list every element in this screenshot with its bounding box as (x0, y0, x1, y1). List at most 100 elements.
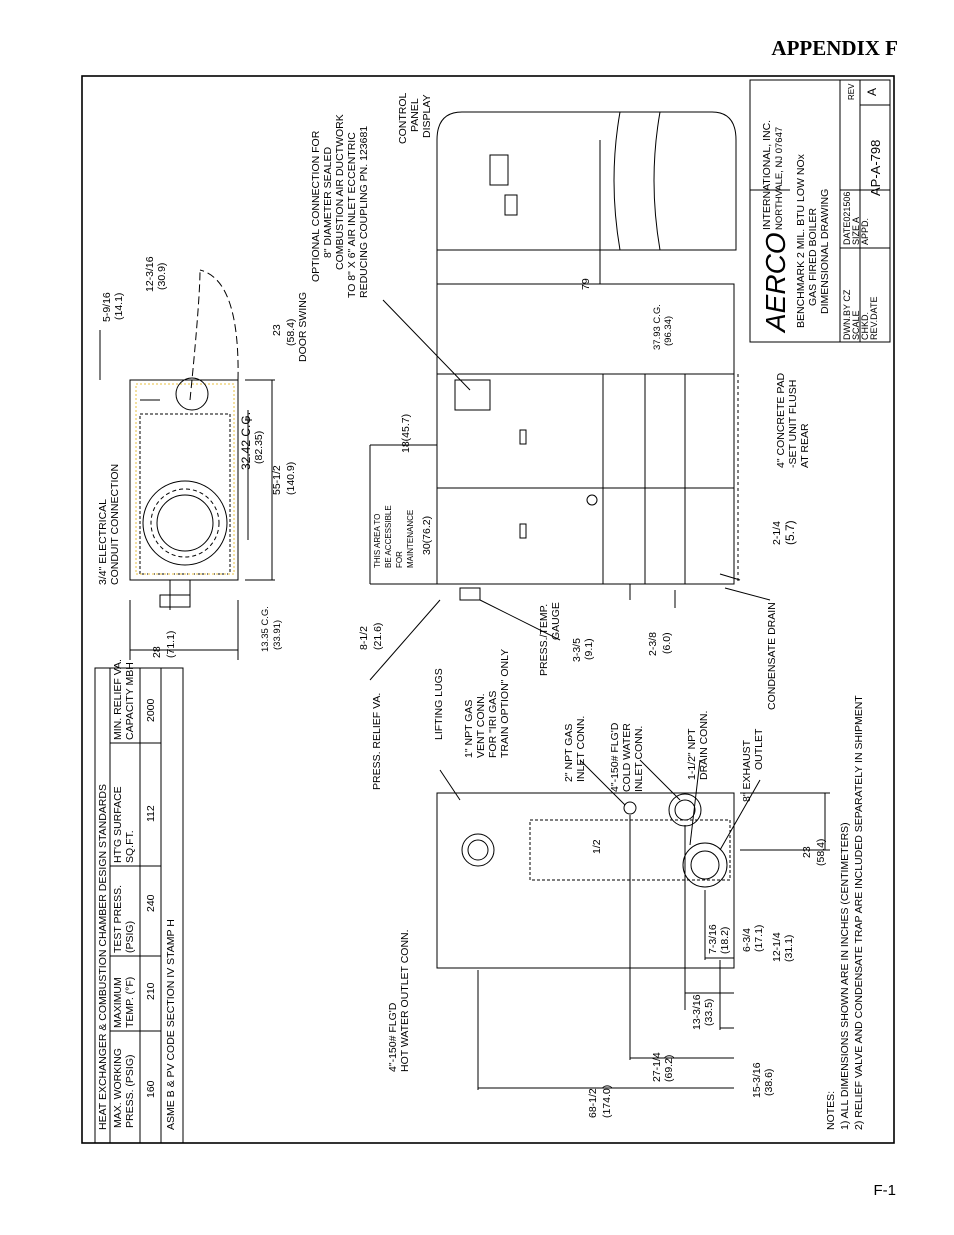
callout-label: DISPLAY (421, 94, 433, 138)
dim-label: (14.1) (113, 293, 125, 320)
callout-label: 4"-150# FLG'D (609, 722, 621, 792)
dim-label: 68-1/2 (587, 1088, 599, 1118)
title-field: DATE021506 (842, 192, 852, 245)
note-text: 1) ALL DIMENSIONS SHOWN ARE IN INCHES (C… (839, 822, 851, 1130)
callout-label: FOR "IRI GAS (487, 691, 499, 758)
callout-label: 1-1/2" NPT (686, 728, 698, 780)
dim-label: (21.6) (372, 623, 384, 650)
dim-label: 2-3/8 (647, 632, 659, 656)
table-col-header: (PSIG) (124, 921, 136, 953)
dim-label: (69.2) (663, 1055, 675, 1082)
dim-label: 30(76.2) (421, 516, 433, 555)
dim-label: 55-1/2 (271, 465, 283, 495)
dim-label: 2-1/4 (771, 521, 783, 545)
callout-label: PRESS. RELIEF VA. (371, 693, 383, 790)
dim-label: 1/2 (591, 839, 603, 854)
table-col-header: CAPACITY MBH (124, 662, 136, 740)
note-label: BE ACCESSIBLE (384, 505, 393, 568)
note-label: THIS AREA TO (373, 514, 382, 568)
title-block (749, 79, 891, 343)
dim-label: (5.7) (783, 520, 797, 545)
cg-label: (96.34) (663, 316, 674, 346)
table-cell: 240 (145, 894, 157, 912)
drawing-number: AP-A-798 (868, 140, 883, 196)
cg-label: 32.42 C.G. (239, 412, 253, 470)
dim-label: 79 (580, 278, 592, 290)
callout-label: PRESS./TEMP. (538, 604, 550, 676)
callout-label: LIFTING LUGS (433, 668, 445, 740)
callout-label: 8" EXHAUST (741, 739, 753, 802)
dim-label: 6-3/4 (741, 928, 753, 952)
table-cell: 210 (145, 982, 157, 1000)
callout-label: CONDUIT CONNECTION (109, 464, 121, 585)
cg-label: 13.35 C.G. (260, 606, 271, 652)
table-cell: 160 (145, 1080, 157, 1098)
dim-label: (18.2) (719, 927, 731, 954)
callout-label: TRAIN OPTION" ONLY (499, 649, 511, 758)
note-label: MAINTENANCE (406, 510, 415, 568)
dim-label: 28 (151, 646, 163, 658)
dim-label: (71.1) (165, 631, 177, 658)
dim-label: 18(45.7) (400, 414, 412, 453)
table-col-header: SQ.FT. (124, 830, 136, 863)
rev-label: REV (847, 83, 856, 100)
page-number: F-1 (873, 1182, 897, 1199)
side-view (369, 140, 771, 681)
table-cell: 112 (145, 805, 157, 822)
dim-label: (38.6) (763, 1069, 775, 1096)
table-col-header: MAXIMUM (112, 977, 124, 1028)
title-field: DWN.BY CZ (842, 289, 852, 340)
dim-label: 27-1/4 (651, 1052, 663, 1082)
dim-label: (31.1) (783, 935, 795, 962)
callout-label: -SET UNIT FLUSH (787, 380, 799, 468)
dim-label: 7-3/16 (707, 924, 719, 954)
cg-label: (33.91) (272, 620, 283, 650)
title-field: SCALE (851, 310, 861, 340)
rear-view (436, 759, 830, 1090)
table-col-header: MIN. RELIEF VA. (112, 659, 124, 740)
callout-label: CONDENSATE DRAIN (766, 602, 778, 710)
aerco-logo: AERCO (760, 232, 791, 334)
callout-label: INLET CONN. (633, 726, 645, 792)
notes-heading: NOTES: (825, 1091, 837, 1130)
callout-label: HOT WATER OUTLET CONN. (399, 929, 411, 1072)
table-cell: 2000 (145, 698, 157, 722)
dim-label: (33.5) (703, 999, 715, 1026)
dim-label: 3-3/5 (571, 638, 583, 662)
callout-label: 1" NPT GAS (463, 700, 475, 758)
callout-label: COMBUSTION AIR DUCTWORK (334, 114, 346, 270)
title-field: APPD. (860, 218, 870, 245)
dim-label: (30.9) (156, 263, 168, 290)
callout-label: OUTLET (753, 728, 765, 770)
callout-label: AT REAR (799, 423, 811, 468)
dim-label: (140.9) (285, 462, 297, 495)
cg-label: (82.35) (253, 431, 265, 464)
callout-label: DOOR SWING (297, 292, 309, 362)
dim-label: (6.0) (661, 632, 673, 654)
drawing-title: DIMENSIONAL DRAWING (819, 189, 831, 314)
note-text: 2) RELIEF VALVE AND CONDENSATE TRAP ARE … (853, 695, 865, 1130)
dim-label: 23 (801, 846, 813, 858)
callout-label: VENT CONN. (475, 693, 487, 758)
rev-value: A (865, 88, 879, 96)
callout-label: INLET CONN. (575, 716, 587, 782)
table-col-header: PRESS. (PSIG) (124, 1054, 136, 1128)
callout-label: DRAIN CONN. (698, 711, 710, 780)
dim-label: 15-3/16 (751, 1062, 763, 1098)
callout-label: 3/4" ELECTRICAL (97, 499, 109, 585)
dim-label: 12-3/16 (144, 256, 156, 292)
dim-label: (9.1) (583, 638, 595, 660)
dim-label: (17.1) (753, 925, 765, 952)
design-standards-table: HEAT EXCHANGER & COMBUSTION CHAMBER DESI… (94, 659, 184, 1144)
callout-label: PANEL (409, 98, 421, 132)
dim-label: 23 (271, 324, 283, 336)
dim-label: 8-1/2 (358, 626, 370, 650)
drawing-title: BENCHMARK 2 MIL. BTU LOW NOx (795, 153, 807, 328)
dim-label: (58.4) (285, 319, 297, 346)
dim-label: 13-3/16 (691, 994, 703, 1030)
table-col-header: TEMP. (°F) (124, 977, 136, 1028)
callout-label: COLD WATER (621, 723, 633, 792)
callout-label: REDUCING COUPLING PN. 123681 (358, 126, 370, 298)
drawing-border (81, 75, 895, 1144)
